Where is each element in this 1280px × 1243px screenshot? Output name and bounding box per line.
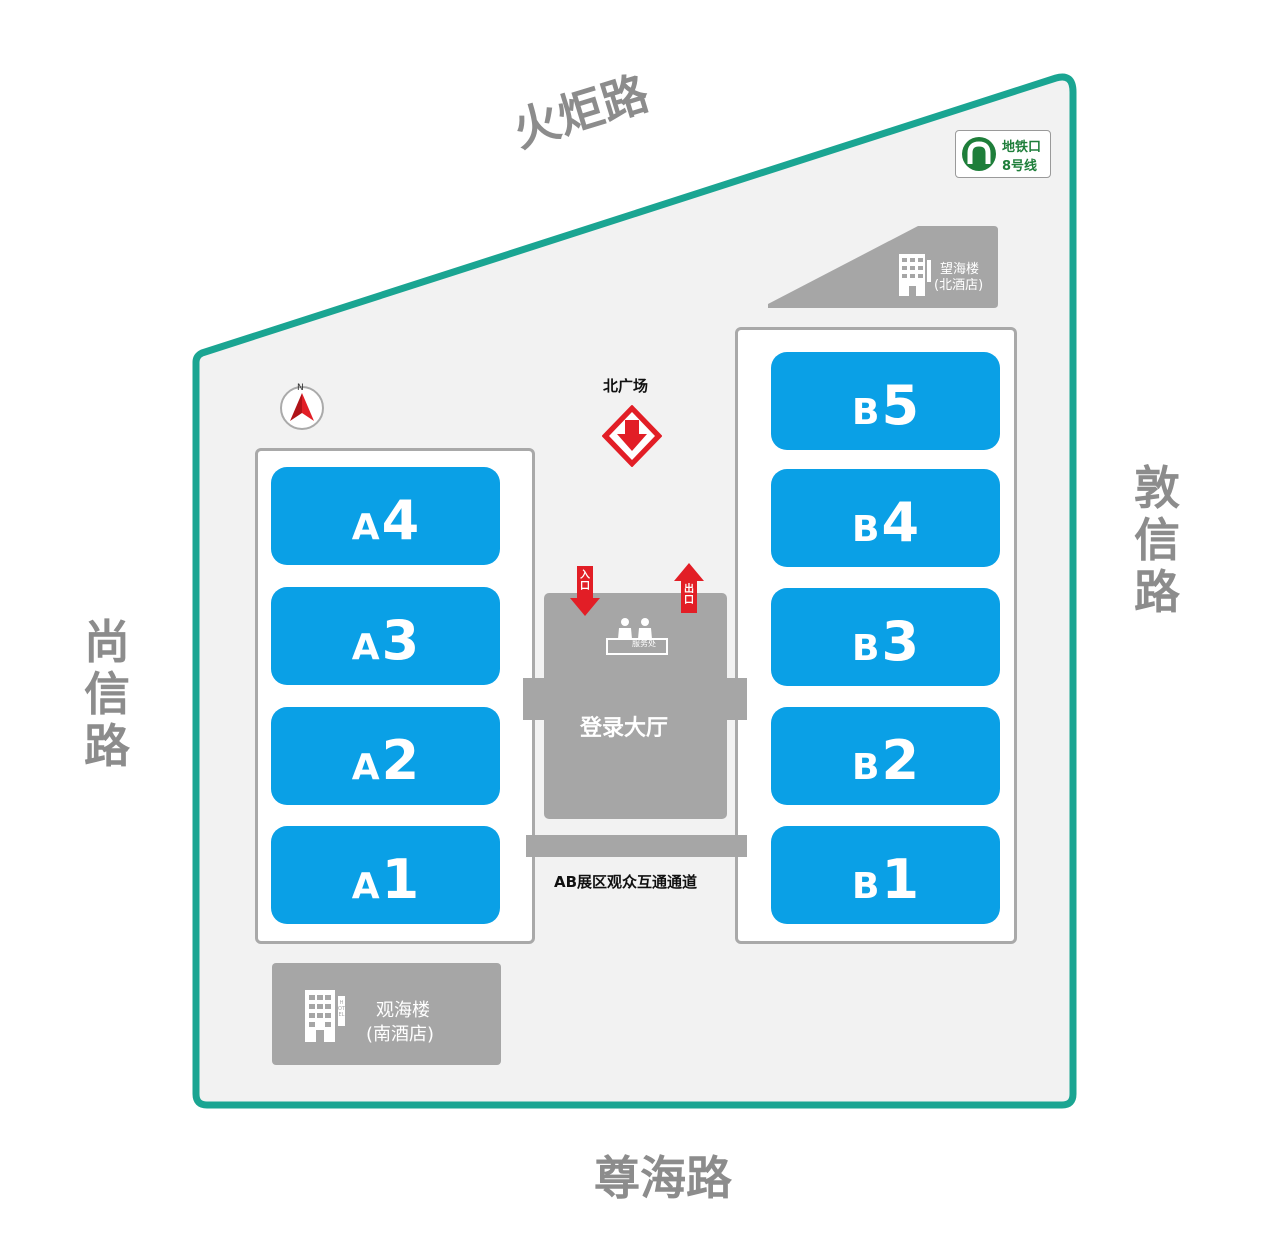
metro-icon bbox=[962, 137, 996, 171]
road-west: 尚信路 bbox=[84, 615, 130, 773]
compass-label: N bbox=[297, 383, 304, 393]
corridor-label: AB展区观众互通通道 bbox=[554, 873, 698, 891]
north-hotel-subname: (北酒店) bbox=[934, 278, 984, 293]
hall-number: 4 bbox=[381, 489, 420, 552]
south-hotel-subname: (南酒店) bbox=[366, 1024, 435, 1045]
entrance-arrow-icon bbox=[570, 566, 600, 616]
compass-icon bbox=[280, 386, 324, 430]
hall-letter: B bbox=[851, 747, 880, 788]
hotel-icon bbox=[305, 990, 345, 1042]
road-south: 尊海路 bbox=[594, 1151, 732, 1205]
hotel-icon bbox=[899, 254, 931, 296]
hall-number: 3 bbox=[381, 609, 420, 672]
hall-number: 4 bbox=[881, 491, 920, 554]
north-plaza-label: 北广场 bbox=[603, 377, 649, 395]
north-hotel-building[interactable] bbox=[768, 226, 1000, 308]
lobby-name: 登录大厅 bbox=[580, 716, 669, 741]
hall-letter: A bbox=[351, 866, 380, 907]
exit-arrow-icon bbox=[674, 563, 704, 613]
metro-label-2: 8号线 bbox=[1002, 159, 1038, 174]
hall-number: 5 bbox=[881, 374, 920, 437]
entrance-label: 入口 bbox=[580, 570, 590, 592]
hall-number: 3 bbox=[881, 610, 920, 673]
south-hotel-name: 观海楼 bbox=[376, 1000, 430, 1021]
lobby-building[interactable] bbox=[544, 593, 727, 819]
corridor-bar bbox=[526, 835, 747, 857]
hall-number: 2 bbox=[881, 729, 920, 792]
hall-number: 2 bbox=[381, 729, 420, 792]
service-desk-icon bbox=[606, 618, 668, 655]
hall-letter: B bbox=[851, 866, 880, 907]
road-east: 敦信路 bbox=[1134, 461, 1180, 619]
hall-letter: B bbox=[851, 392, 880, 433]
hall-letter: A bbox=[351, 507, 380, 548]
north-plaza-arrow-icon bbox=[602, 405, 662, 467]
hall-letter: B bbox=[851, 628, 880, 669]
north-hotel-name: 望海楼 bbox=[940, 262, 980, 277]
hall-letter: A bbox=[351, 627, 380, 668]
metro-sign[interactable]: 地铁口 8号线 bbox=[955, 130, 1051, 178]
hall-letter: A bbox=[351, 747, 380, 788]
metro-label-1: 地铁口 bbox=[1002, 140, 1042, 155]
exit-label: 出口 bbox=[684, 584, 694, 606]
service-desk-label: 服务处 bbox=[632, 639, 656, 648]
hall-number: 1 bbox=[381, 848, 420, 911]
hall-number: 1 bbox=[881, 848, 920, 911]
hall-letter: B bbox=[851, 509, 880, 550]
south-hotel-sign: HOTEL bbox=[338, 1000, 345, 1018]
